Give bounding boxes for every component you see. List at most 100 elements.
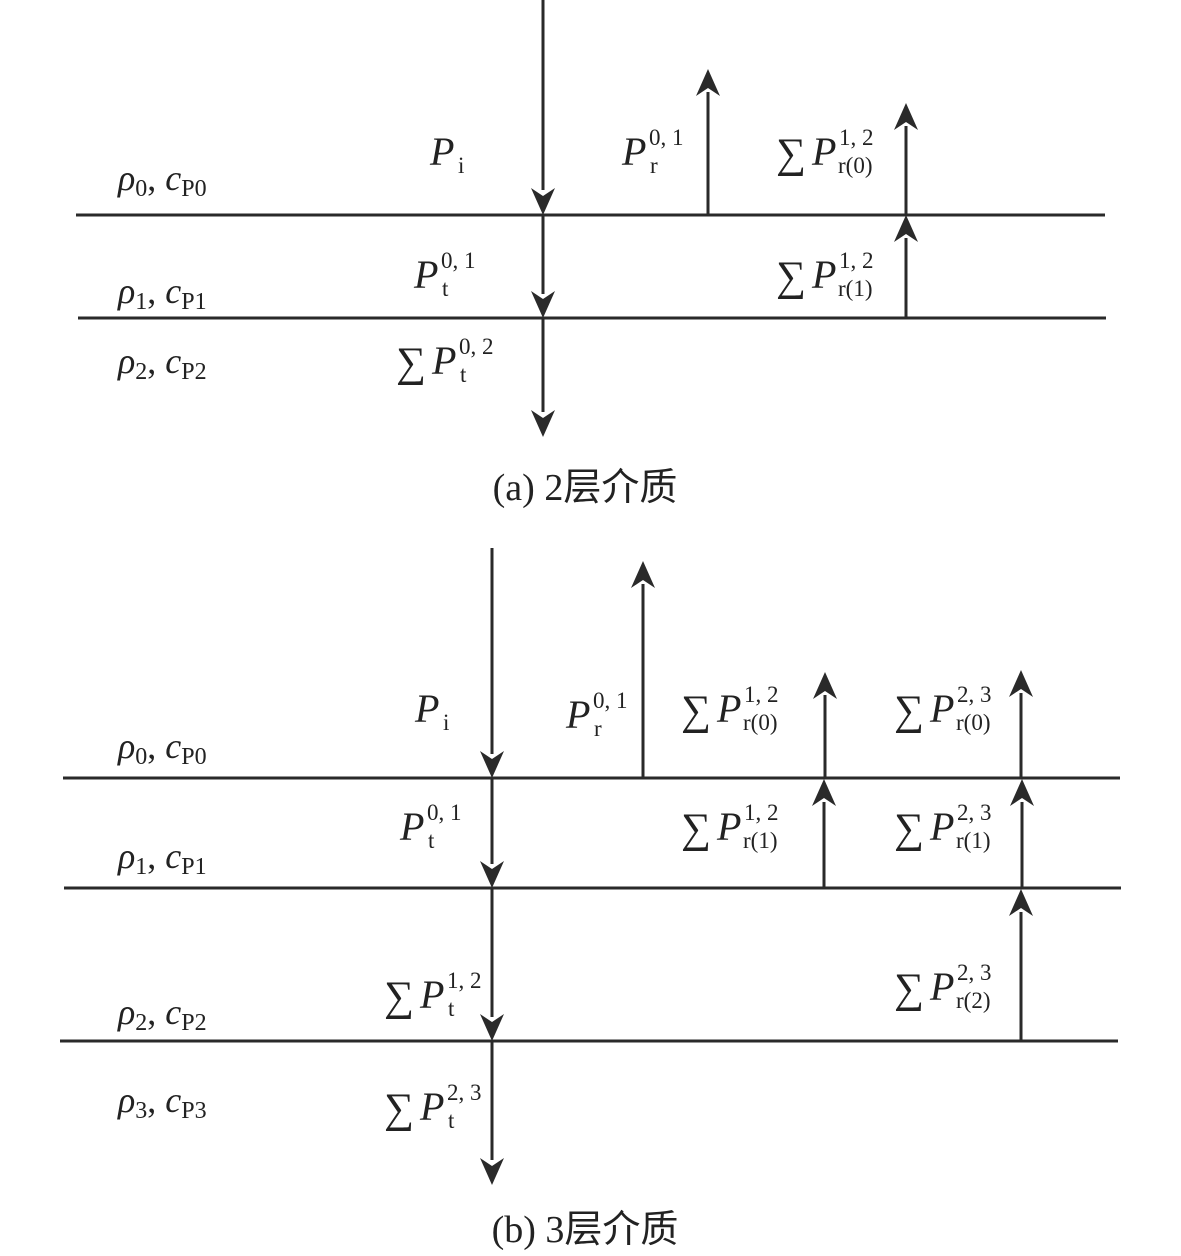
pressure-symbol: P — [419, 972, 444, 1017]
sum-icon: ∑ — [384, 974, 414, 1020]
superscript: 0, 1 — [441, 248, 476, 273]
arrowhead-down-icon — [480, 861, 504, 888]
superscript: 2, 3 — [447, 1080, 482, 1105]
caption-a: (a) 2层介质 — [493, 467, 678, 509]
arrowhead-down-icon — [531, 188, 555, 215]
sum-icon: ∑ — [384, 1086, 414, 1132]
pressure-symbol: P — [431, 338, 456, 383]
sum-icon: ∑ — [776, 254, 806, 300]
medium-label-1: ρ1, cP1 — [117, 836, 207, 880]
arrow-sum-reflected-1-2-layer0 — [813, 672, 837, 778]
pressure-symbol: P — [811, 252, 836, 297]
subscript: t — [442, 276, 449, 301]
arrowhead-up-icon — [812, 779, 836, 806]
subscript: r(0) — [743, 710, 777, 735]
arrow-incident — [531, 0, 555, 215]
subscript: r — [650, 153, 658, 178]
arrowhead-down-icon — [480, 751, 504, 778]
medium-label-3: ρ3, cP3 — [117, 1080, 207, 1124]
superscript: 1, 2 — [744, 800, 779, 825]
arrow-sum-transmitted-0-2 — [531, 318, 555, 437]
arrowhead-up-icon — [1009, 889, 1033, 916]
superscript: 2, 3 — [957, 682, 992, 707]
medium-label-2: ρ2, cP2 — [117, 992, 207, 1036]
superscript: 0, 1 — [649, 125, 684, 150]
pressure-symbol: P — [929, 964, 954, 1009]
arrowhead-up-icon — [1010, 779, 1034, 806]
subscript: t — [460, 362, 467, 387]
superscript: 1, 2 — [744, 682, 779, 707]
subscript: r(0) — [956, 710, 990, 735]
arrowhead-down-icon — [480, 1158, 504, 1185]
sum-icon: ∑ — [681, 688, 711, 734]
sum-icon: ∑ — [396, 340, 426, 386]
superscript: 0, 1 — [427, 800, 462, 825]
arrow-sum-reflected-2-3-layer0 — [1009, 670, 1033, 778]
sum-icon: ∑ — [776, 131, 806, 177]
arrow-sum-reflected-1-2-layer1 — [894, 215, 918, 318]
pressure-symbol: P — [716, 686, 741, 731]
arrowhead-up-icon — [894, 215, 918, 242]
sum-icon: ∑ — [894, 806, 924, 852]
pressure-symbol: P — [414, 686, 439, 731]
arrowhead-down-icon — [480, 1014, 504, 1041]
medium-label-0: ρ0, cP0 — [117, 726, 207, 770]
subscript: t — [428, 828, 435, 853]
pressure-symbol: P — [716, 804, 741, 849]
pressure-symbol: P — [929, 804, 954, 849]
superscript: 1, 2 — [839, 125, 874, 150]
subscript: r(2) — [956, 988, 990, 1013]
sum-icon: ∑ — [681, 806, 711, 852]
caption-b: (b) 3层介质 — [492, 1209, 679, 1251]
pressure-symbol: P — [811, 129, 836, 174]
sum-icon: ∑ — [894, 966, 924, 1012]
subscript: t — [448, 1108, 455, 1133]
arrow-transmitted-0-1 — [531, 215, 555, 318]
arrowhead-up-icon — [631, 561, 655, 588]
arrowhead-down-icon — [531, 410, 555, 437]
pressure-symbol: P — [929, 686, 954, 731]
pressure-symbol: P — [429, 129, 454, 174]
arrow-sum-transmitted-1-2 — [480, 888, 504, 1041]
superscript: 0, 1 — [593, 688, 628, 713]
arrowhead-up-icon — [1009, 670, 1033, 697]
arrow-sum-transmitted-2-3 — [480, 1041, 504, 1185]
superscript: 1, 2 — [447, 968, 482, 993]
superscript: 1, 2 — [839, 248, 874, 273]
arrowhead-down-icon — [531, 291, 555, 318]
arrow-sum-reflected-2-3-layer2 — [1009, 889, 1033, 1041]
arrow-reflected-0-1 — [631, 561, 655, 778]
subscript: r(1) — [838, 276, 872, 301]
medium-label-1: ρ1, cP1 — [117, 271, 207, 315]
subscript: i — [443, 710, 449, 735]
pressure-symbol: P — [565, 692, 590, 737]
superscript: 2, 3 — [957, 800, 992, 825]
subscript: r(1) — [956, 828, 990, 853]
medium-label-2: ρ2, cP2 — [117, 341, 207, 385]
arrow-sum-reflected-1-2-layer1 — [812, 779, 836, 888]
arrow-sum-reflected-2-3-layer1 — [1010, 779, 1034, 888]
pressure-symbol: P — [413, 252, 438, 297]
medium-label-0: ρ0, cP0 — [117, 158, 207, 202]
sum-icon: ∑ — [894, 688, 924, 734]
arrow-reflected-0-1 — [696, 69, 720, 215]
superscript: 0, 2 — [459, 334, 494, 359]
arrowhead-up-icon — [696, 69, 720, 96]
arrowhead-up-icon — [813, 672, 837, 699]
pressure-symbol: P — [419, 1084, 444, 1129]
